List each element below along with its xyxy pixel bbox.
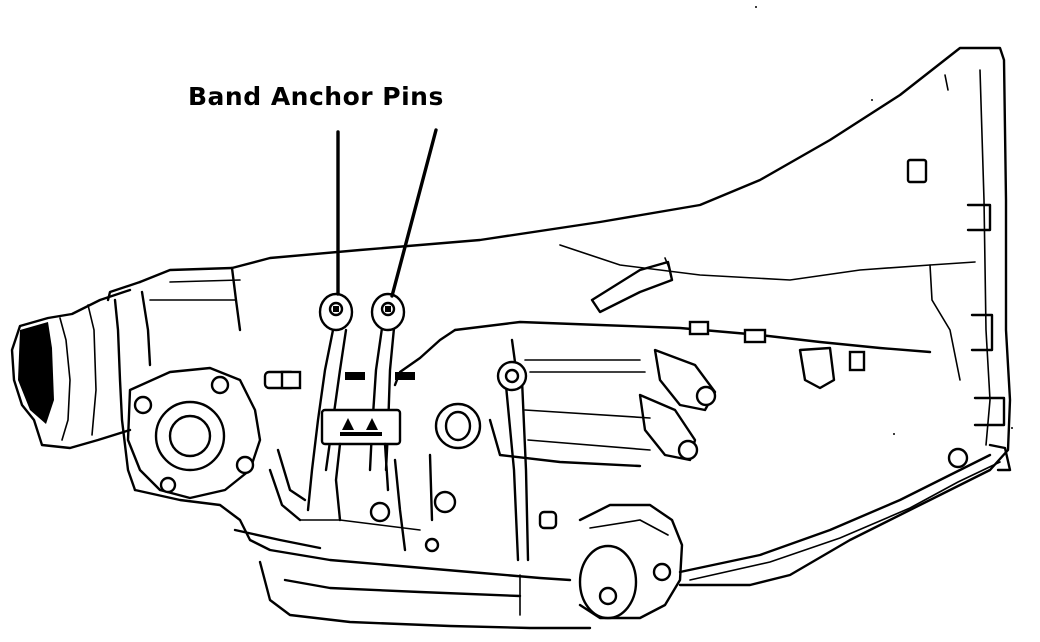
cooler-fitting-lower: [638, 393, 699, 462]
band-anchor-pin-right: [370, 292, 406, 332]
band-anchor-pin-left: [318, 292, 354, 332]
callout-leaders: [336, 128, 438, 298]
scan-specks: [755, 6, 1013, 435]
transmission-icon: [10, 46, 1012, 630]
band-anchor-pins-label: Band Anchor Pins: [188, 82, 444, 111]
leader-line-right: [390, 128, 438, 298]
cooler-fitting-upper: [653, 348, 717, 412]
